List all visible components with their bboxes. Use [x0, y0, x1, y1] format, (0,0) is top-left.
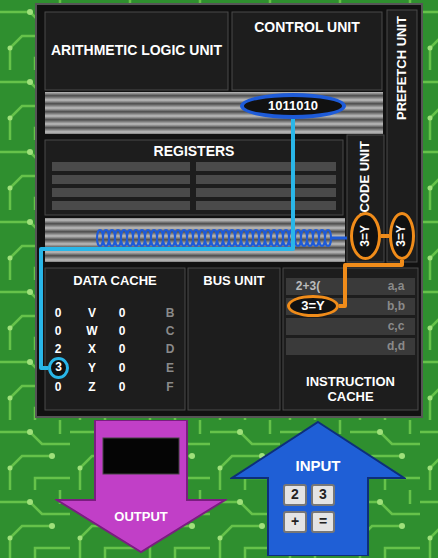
table-cell: 0 [55, 306, 62, 320]
output-screen [103, 438, 179, 474]
key-label: 2 [291, 487, 299, 502]
instruction-oval: 3=Y [350, 212, 381, 260]
table-cell: b,b [387, 299, 405, 313]
instruction-oval: 3=Y [389, 212, 415, 260]
table-cell: Y [88, 361, 96, 375]
unit-label: OUTPUT [114, 510, 167, 524]
bus-line [381, 234, 389, 238]
unit-label: INSTRUCTION CACHE [287, 375, 414, 404]
bus-unit-block: BUS UNIT [188, 268, 280, 410]
unit-label: REGISTERS [154, 144, 235, 159]
oval-text: 3=Y [359, 225, 372, 247]
instruction-oval: 3=Y [287, 295, 339, 317]
table-cell: Z [88, 380, 95, 394]
key-button: 3 [311, 484, 335, 506]
unit-label: CONTROL UNIT [254, 20, 360, 35]
table-cell: 0 [55, 324, 62, 338]
key-button: 2 [283, 484, 307, 506]
prefetch-unit-block: PREFETCH UNIT 3=Y [387, 10, 417, 262]
unit-label: DATA CACHE [73, 274, 157, 288]
key-label: 3 [319, 487, 327, 502]
output-arrow-shape [55, 420, 227, 554]
table-cell: 0 [119, 324, 126, 338]
bus-line [41, 119, 293, 368]
table-cell: 0 [119, 361, 126, 375]
table-cell: F [166, 380, 173, 394]
table-cell: C [166, 324, 175, 338]
unit-label: BUS UNIT [203, 274, 264, 288]
input-arrow: INPUT 2 3 + = [230, 420, 406, 556]
key-label: = [319, 514, 327, 529]
table-cell: V [88, 306, 96, 320]
arrow-outline [232, 422, 404, 556]
key-button: = [311, 511, 335, 533]
binary-oval: 1011010 [240, 93, 346, 119]
oval-text: 1011010 [268, 99, 318, 113]
unit-label: ARITHMETIC LOGIC UNIT [51, 43, 222, 58]
arrow-outline [57, 420, 225, 552]
key-button: + [283, 511, 307, 533]
table-cell: 0 [119, 342, 126, 356]
key-label: + [291, 514, 299, 529]
table-cell: E [166, 361, 174, 375]
table-cell: 2 [55, 342, 62, 356]
table-cell: a,a [388, 279, 405, 293]
oval-text: 3 [55, 361, 62, 374]
table-cell: 0 [55, 380, 62, 394]
output-arrow: OUTPUT [55, 420, 227, 554]
registers-block: REGISTERS [45, 140, 343, 215]
control-unit-block: CONTROL UNIT 1011010 [232, 12, 382, 122]
table-cell: 0 [119, 380, 126, 394]
table-cell: W [86, 324, 97, 338]
table-cell: 0 [119, 306, 126, 320]
data-cache-block: DATA CACHE 3 [45, 268, 185, 410]
table-cell: B [166, 306, 175, 320]
oval-text: 3=Y [395, 225, 408, 247]
unit-label: PREFETCH UNIT [395, 16, 409, 120]
oval-text: 3=Y [301, 299, 325, 313]
table-cell: c,c [388, 319, 405, 333]
data-circle: 3 [48, 357, 69, 379]
unit-label: INPUT [296, 458, 341, 475]
table-cell: d,d [387, 339, 405, 353]
table-cell: 2+3( [296, 279, 320, 293]
decode-unit-block: DECODE UNIT3=Y [347, 135, 384, 262]
table-cell: D [166, 342, 175, 356]
table-cell: X [88, 342, 96, 356]
alu-block: ARITHMETIC LOGIC UNIT [45, 12, 228, 90]
